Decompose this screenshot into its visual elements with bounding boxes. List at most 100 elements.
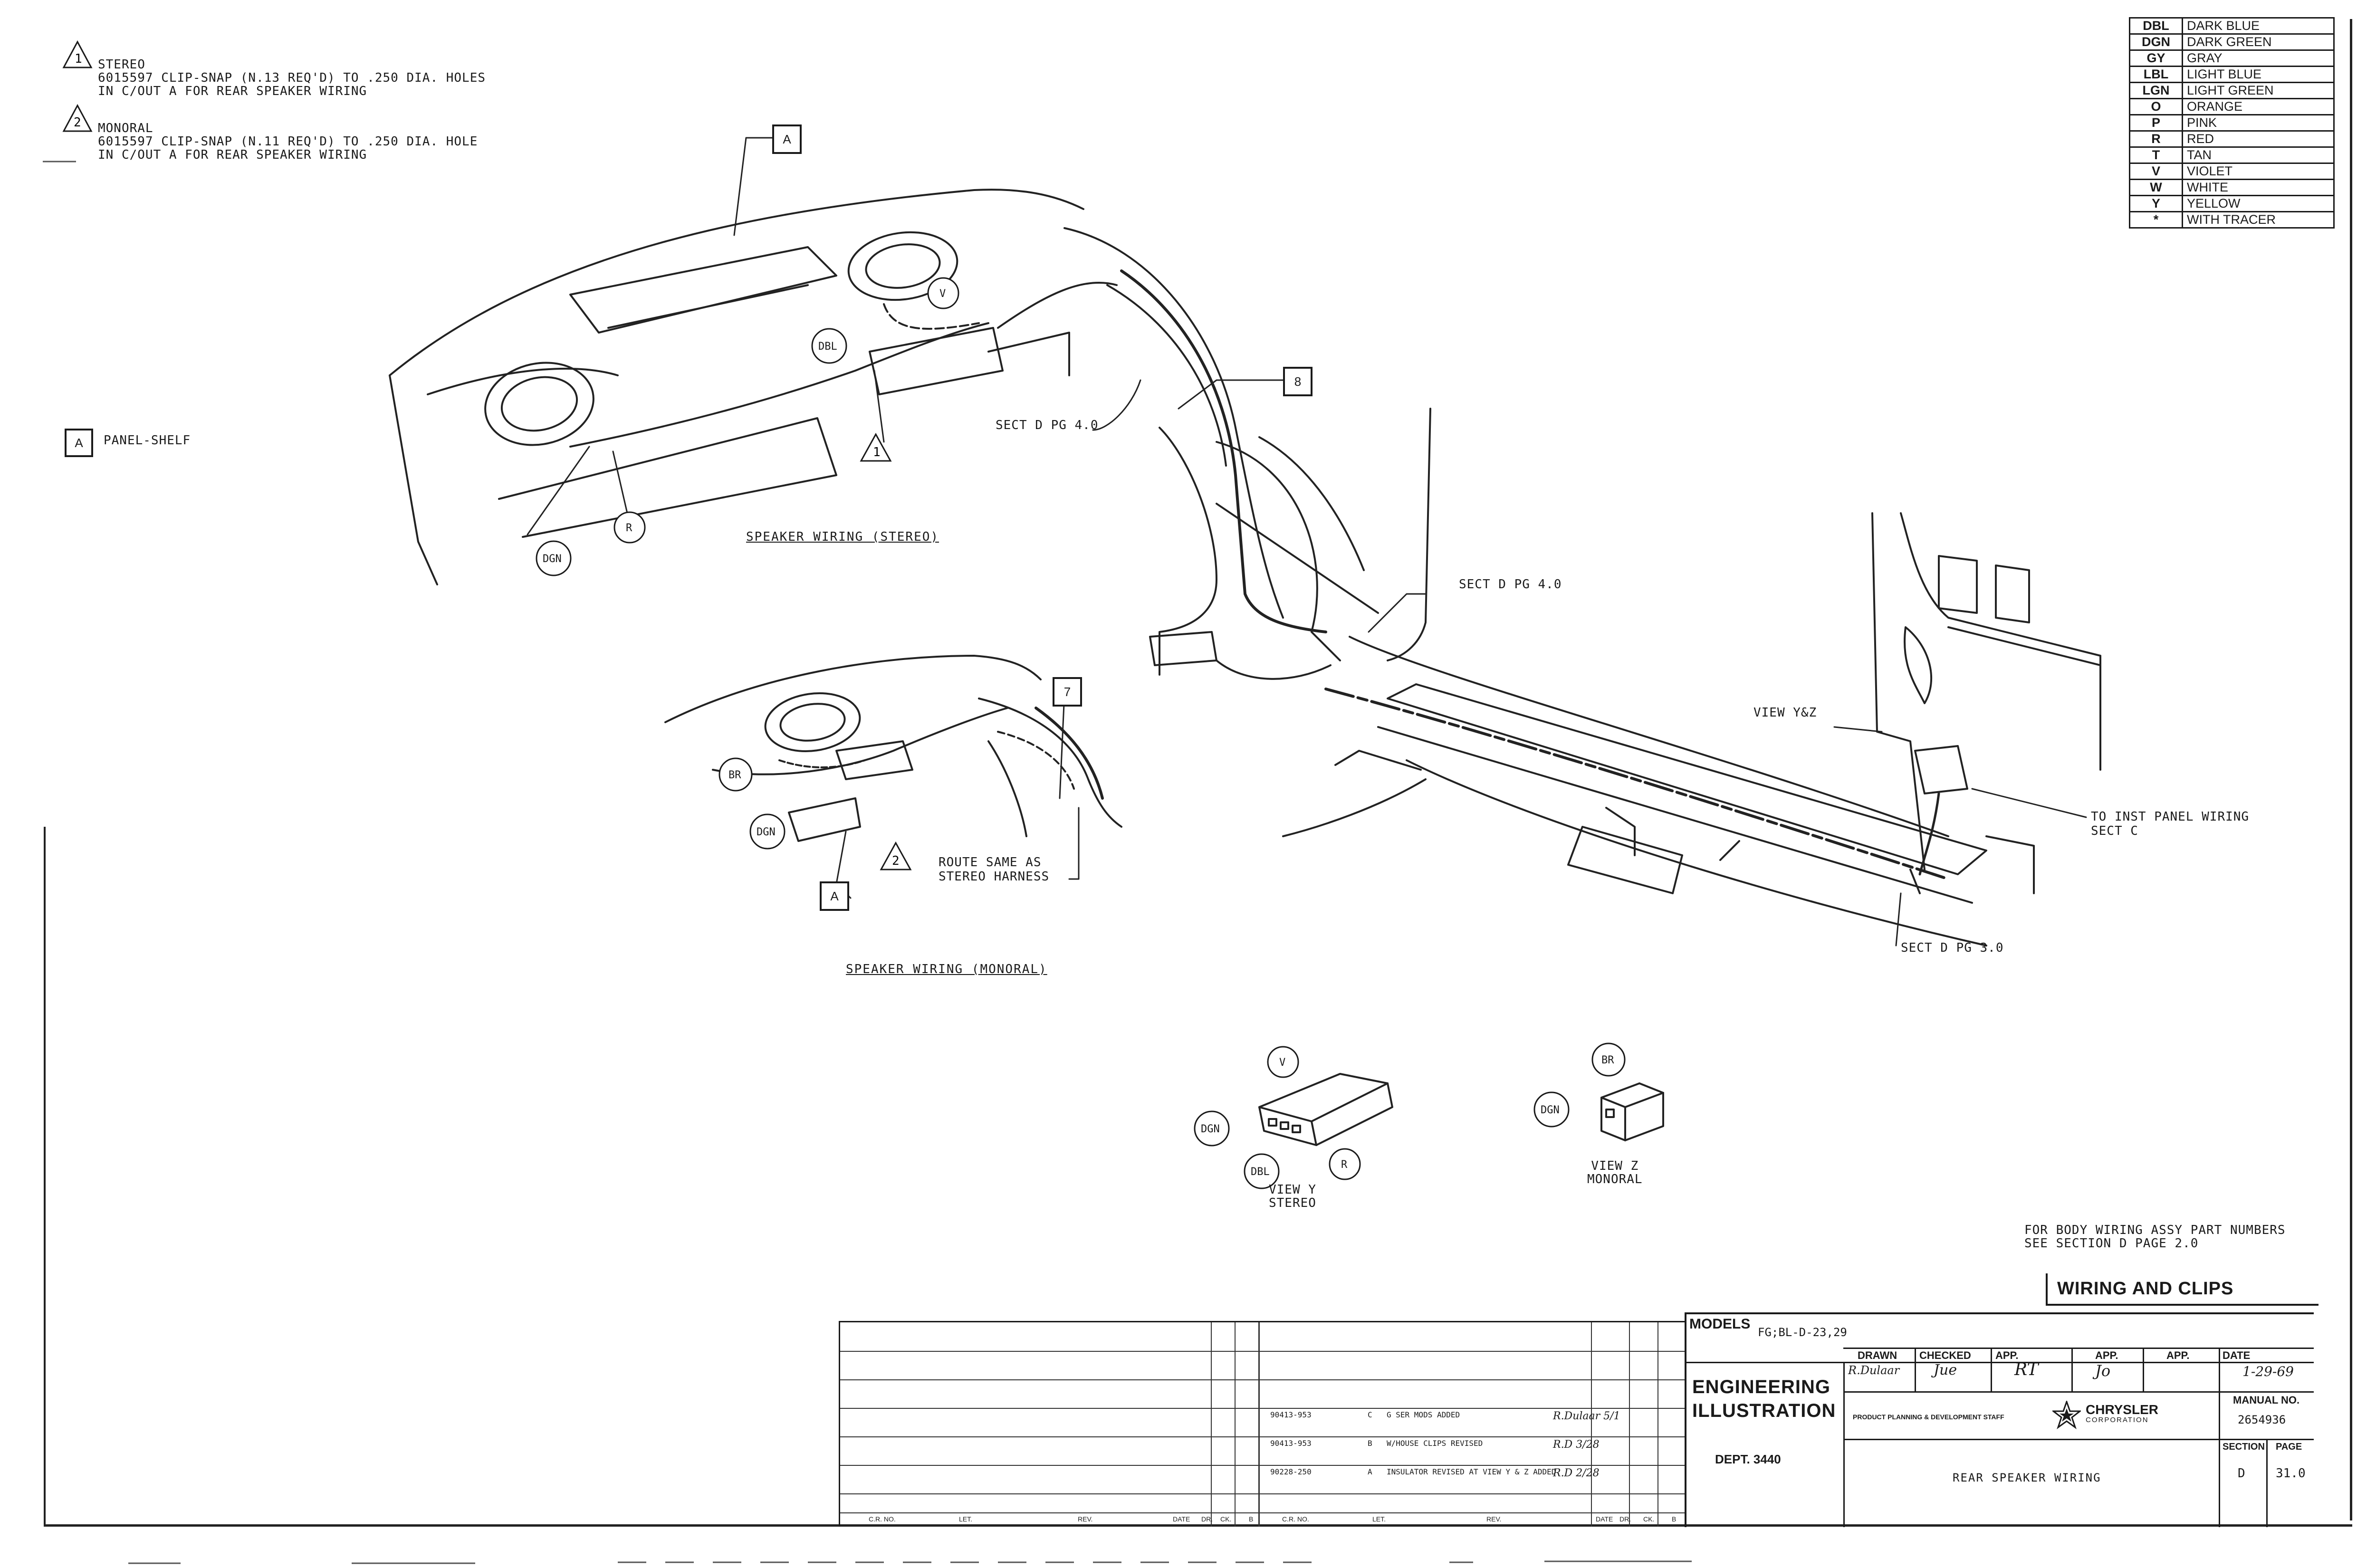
color-code: LGN [2129,82,2183,99]
section-title: WIRING AND CLIPS [2057,1278,2234,1299]
svg-text:DGN: DGN [757,826,776,838]
color-name: DARK BLUE [2182,17,2335,35]
note-2-number: 2 [74,115,81,130]
svg-text:R: R [626,522,632,534]
svg-text:DGN: DGN [543,553,562,565]
revision-header: CK. [1643,1515,1655,1523]
view-y-connector-drawing [1258,1073,1393,1146]
circle-dgn-top: DGN [536,540,572,576]
app-label-3: APP. [2166,1349,2190,1361]
revision-cr: 90413-953 [1270,1439,1312,1448]
color-code: Y [2129,195,2183,212]
stereo-shelf-drawing [389,189,1118,585]
revision-cr: 90228-250 [1270,1467,1312,1476]
dept-label: DEPT. 3440 [1715,1452,1781,1466]
circle-dgn-mono: DGN [749,813,786,850]
wheelhouse-drawing [1063,227,1431,680]
svg-text:DGN: DGN [1201,1123,1220,1135]
chrysler-name: CHRYSLER [2086,1402,2158,1417]
color-code: R [2129,130,2183,148]
caption-monoral: SPEAKER WIRING (MONORAL) [846,962,1047,976]
drawn-signature: R.Dulaar [1848,1364,1900,1377]
color-code: O [2129,98,2183,115]
color-code: T [2129,146,2183,164]
circle-br-mono: BR [719,757,753,792]
color-code: V [2129,163,2183,180]
circle-dgn-viewy: DGN [1194,1110,1230,1147]
color-code: P [2129,114,2183,132]
revision-desc: W/HOUSE CLIPS REVISED [1387,1439,1483,1448]
label-sect-d-4-mid: SECT D PG 4.0 [1459,577,1562,592]
app-label-2: APP. [2095,1349,2118,1361]
color-name: ORANGE [2182,98,2335,115]
color-name: VIOLET [2182,163,2335,180]
revision-sig: R.D 3/28 [1553,1439,1600,1451]
app2-signature: Jo [2095,1362,2111,1380]
view-z-connector-drawing [1600,1082,1664,1141]
app1-signature: RT [2014,1360,2039,1379]
monoral-shelf-drawing [664,655,1122,842]
svg-text:1: 1 [873,445,881,459]
note-1-number: 1 [75,52,82,66]
drawn-label: DRAWN [1858,1349,1897,1361]
section-value: D [2238,1466,2245,1481]
revision-header: DR. [1201,1515,1213,1523]
bottom-border-line [44,1524,2352,1527]
color-name: WITH TRACER [2182,211,2335,229]
models-value: FG;BL-D-23,29 [1758,1326,1847,1339]
chrysler-corporation: CORPORATION [2086,1416,2149,1424]
color-name: LIGHT BLUE [2182,66,2335,83]
revision-ltr: B [1368,1439,1372,1448]
callout-triangle-1: 1 [860,432,892,462]
circle-v-viewy: V [1267,1046,1299,1078]
svg-text:R: R [1341,1159,1348,1171]
color-code: DBL [2129,17,2183,35]
color-code: LBL [2129,66,2183,83]
note-2-triangle: 2 [62,104,93,132]
circle-dbl-viewy: DBL [1244,1153,1280,1189]
revision-header: B [1672,1515,1677,1523]
revision-ltr: C [1368,1410,1372,1419]
svg-text:BR: BR [728,769,741,781]
svg-text:BR: BR [1601,1054,1614,1066]
revision-header: LET. [959,1515,973,1523]
checked-signature: Jue [1934,1362,1957,1378]
revision-header: B [1249,1515,1254,1523]
svg-text:V: V [1279,1057,1285,1069]
revision-cr: 90413-953 [1270,1410,1312,1419]
revision-header: C.R. NO. [869,1515,896,1523]
page-value: 31.0 [2276,1466,2306,1481]
title-main: MODELS FG;BL-D-23,29 DRAWN CHECKED APP. … [1685,1312,2314,1527]
color-code: W [2129,179,2183,196]
page-label: PAGE [2276,1442,2302,1452]
callout-8: 8 [1283,367,1313,396]
color-name: LIGHT GREEN [2182,82,2335,99]
key-a-box: A [65,429,93,457]
revision-header: CK. [1220,1515,1232,1523]
drawing-title: REAR SPEAKER WIRING [1953,1471,2101,1484]
color-code: DGN [2129,33,2183,51]
revision-header: DATE [1596,1515,1613,1523]
revision-header: DATE [1173,1515,1190,1523]
right-border-line [2350,19,2352,1520]
circle-dbl-top: DBL [811,328,847,364]
circle-br-viewz: BR [1591,1042,1626,1077]
circle-r-viewy: R [1329,1148,1361,1180]
color-name: RED [2182,130,2335,148]
section-title-box: WIRING AND CLIPS [2046,1273,2319,1306]
label-view-yz: VIEW Y&Z [1753,706,1817,720]
pentastar-icon [2052,1401,2081,1429]
